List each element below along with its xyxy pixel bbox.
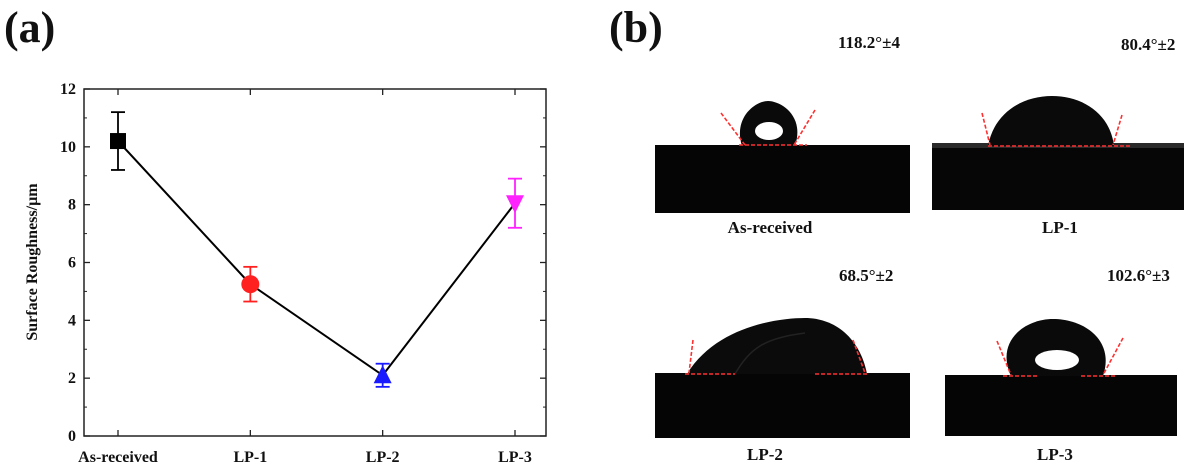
y-tick-label-6: 6	[68, 255, 76, 272]
angle-as-received: 118.2°±4	[838, 33, 900, 52]
caption-lp-1: LP-1	[1042, 218, 1078, 237]
error-bars	[111, 111, 522, 388]
caption-as-received: As-received	[727, 218, 813, 237]
y-axis-title: Surface Roughness/µm	[24, 183, 41, 341]
marker-2	[373, 365, 392, 384]
y-tick-label-12: 12	[60, 81, 76, 98]
droplet-image-lp-1	[932, 96, 1184, 210]
y-tick-label-8: 8	[68, 197, 76, 214]
panel-label-b: (b)	[609, 3, 663, 52]
y-tick-label-4: 4	[68, 312, 76, 329]
y-tick-label-10: 10	[60, 139, 76, 156]
x-tick-label-0: As-received	[78, 449, 158, 466]
plot-frame	[83, 88, 547, 437]
droplet-image-lp-3	[945, 319, 1177, 436]
angle-lp-2: 68.5°±2	[839, 266, 894, 285]
marker-1	[241, 275, 260, 294]
x-tick-label-2: LP-2	[366, 449, 400, 466]
droplet-image-lp-2	[655, 318, 910, 438]
plot-border	[83, 88, 547, 437]
angle-lp-1: 80.4°±2	[1121, 35, 1176, 54]
series-line	[117, 140, 516, 377]
panel-label-a: (a)	[4, 3, 56, 52]
roughness-line	[117, 140, 516, 377]
marker-3	[506, 195, 524, 214]
x-tick-label-3: LP-3	[498, 449, 532, 466]
marker-0	[110, 133, 126, 150]
droplet-image-as-received	[655, 101, 910, 213]
angle-lp-3: 102.6°±3	[1107, 266, 1170, 285]
caption-lp-3: LP-3	[1037, 445, 1073, 464]
x-tick-label-1: LP-1	[233, 449, 267, 466]
caption-lp-2: LP-2	[747, 445, 783, 464]
y-tick-label-2: 2	[68, 370, 76, 387]
data-markers	[110, 133, 524, 384]
y-tick-label-0: 0	[68, 428, 76, 445]
